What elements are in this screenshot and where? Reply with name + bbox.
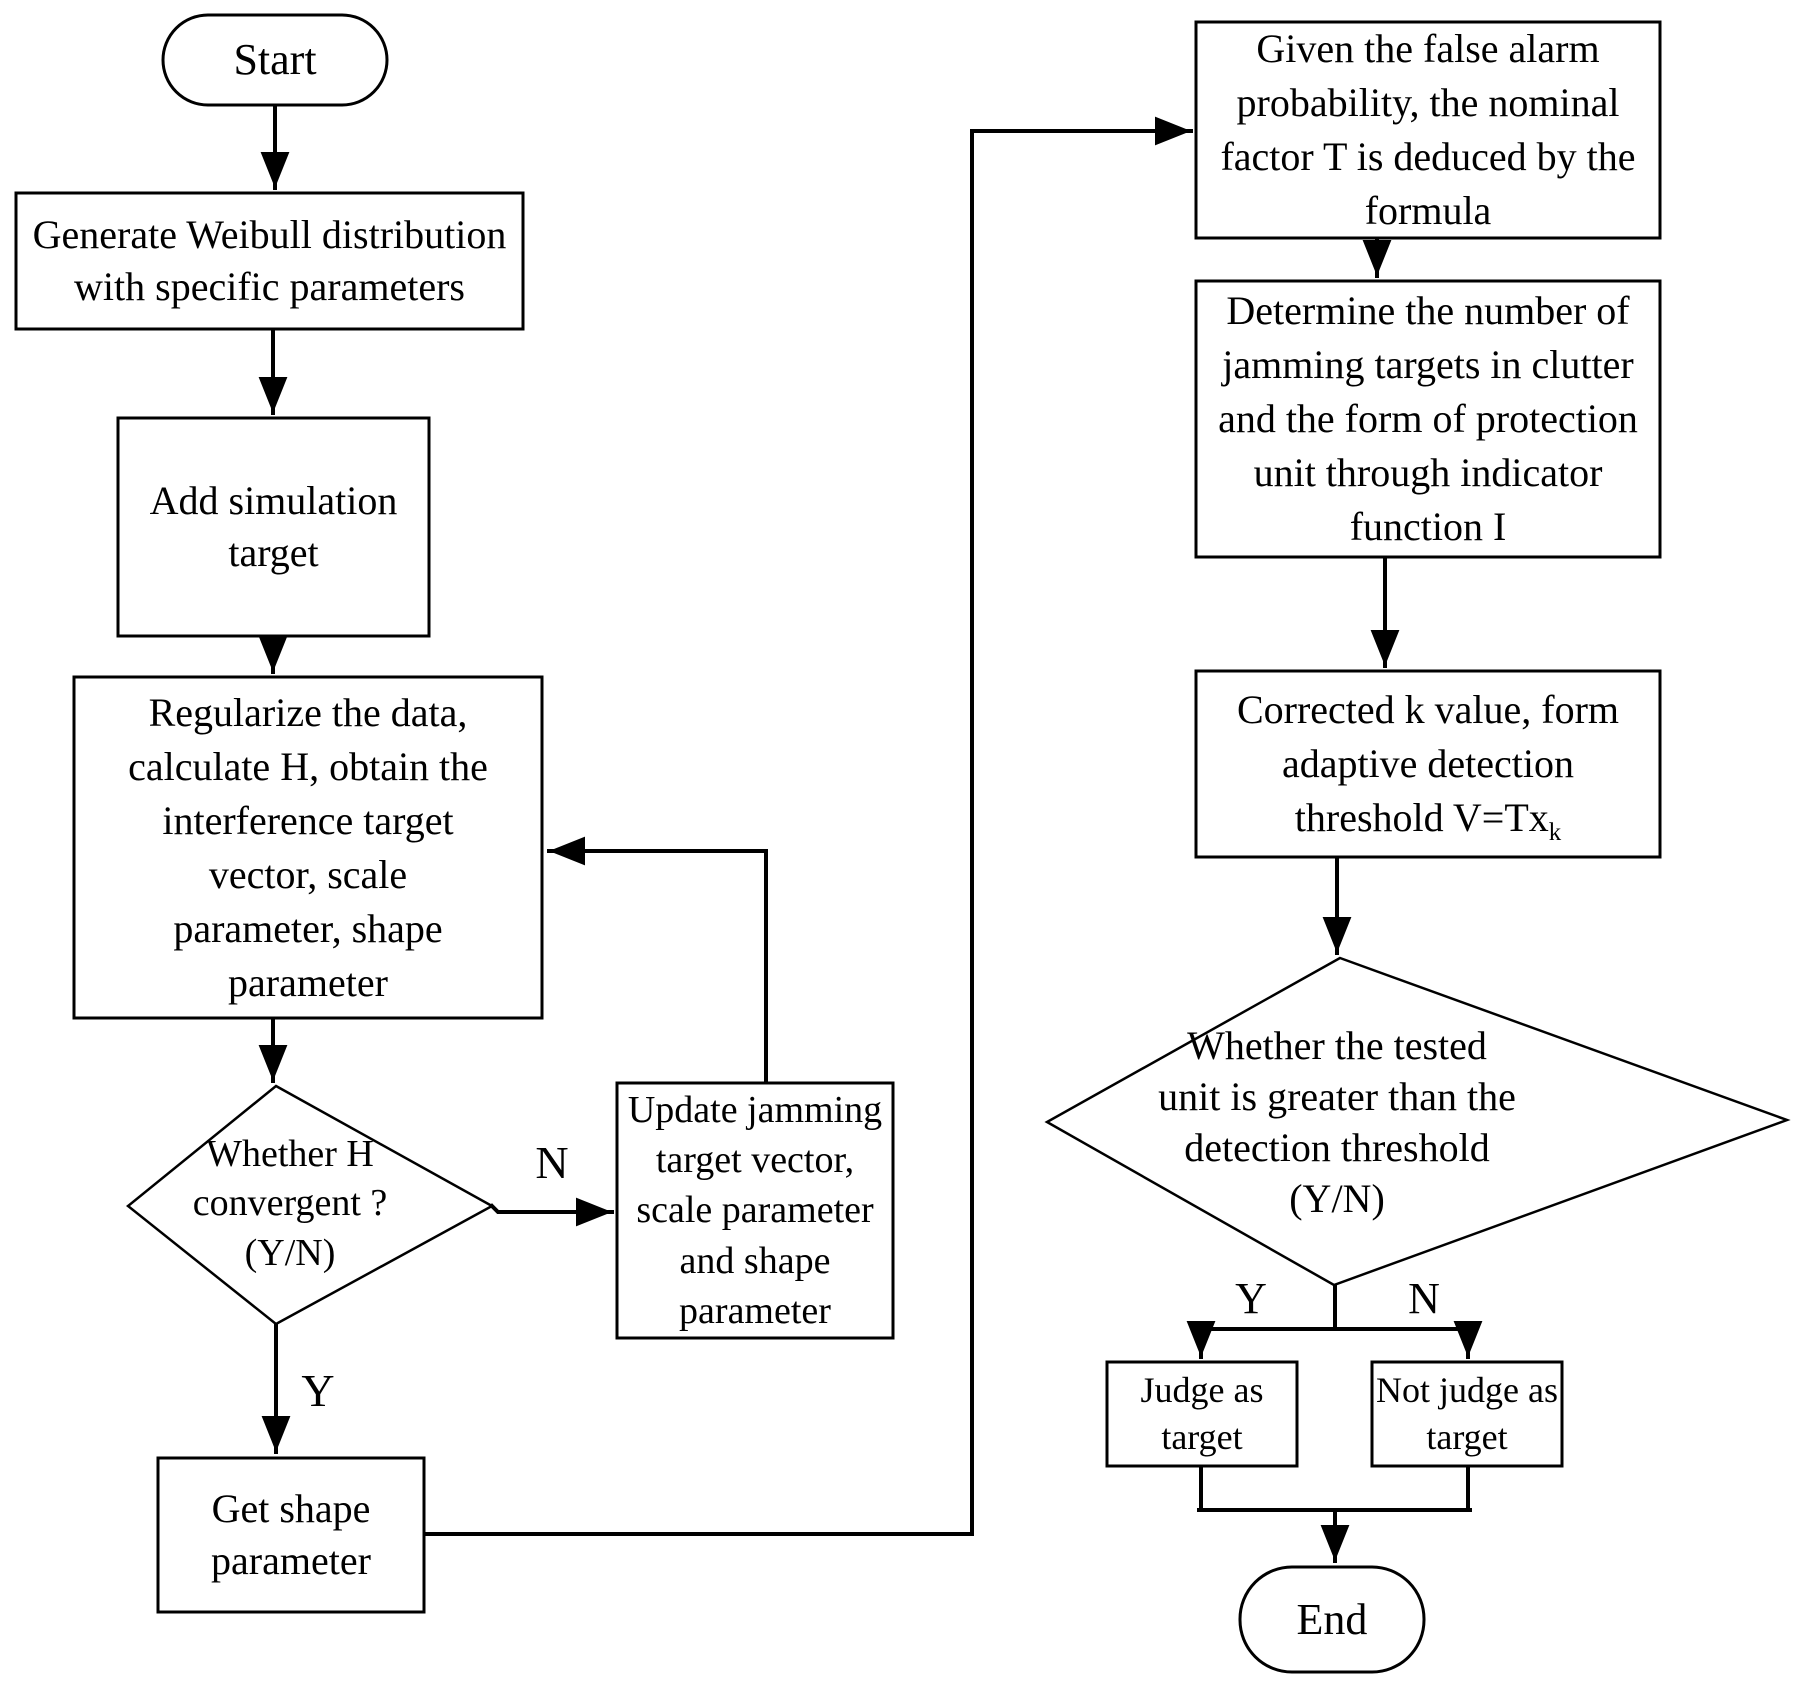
update-label: Update jamming target vector, scale para… <box>627 1089 883 1332</box>
add-target-label: Add simulation target <box>149 478 398 575</box>
judge-box-shape <box>1105 1360 1299 1468</box>
generate-box-shape <box>14 191 525 331</box>
judge-label: Judge as target <box>1140 1370 1264 1457</box>
threshold-label: Whether the tested unit is greater than … <box>1158 1022 1516 1222</box>
threshold-subscript: k <box>1548 819 1562 846</box>
add-target-box-shape <box>116 416 431 638</box>
threshold-diamond-shape <box>1044 956 1791 1287</box>
nominal-label: Given the false alarm probability, the n… <box>1220 26 1636 233</box>
update-box-shape <box>615 1081 895 1340</box>
get-shape-box-shape <box>156 1456 426 1614</box>
h-convergent-label: Whether H convergent ? (Y/N) <box>192 1132 388 1274</box>
generate-label: Generate Weibull distribution with speci… <box>32 212 507 309</box>
h-convergent-diamond-shape <box>126 1084 495 1326</box>
corrected-label: Corrected k value, form adaptive detecti… <box>1236 687 1620 846</box>
arrow-getshape-to-nominal <box>422 116 1193 1536</box>
h-convergent-yes-label: Y <box>301 1365 335 1417</box>
determine-label: Determine the number of jamming targets … <box>1218 288 1638 549</box>
arrow-decision-n-to-update <box>489 1197 614 1227</box>
start-label: Start <box>233 35 317 85</box>
h-convergent-no-label: N <box>535 1137 569 1189</box>
determine-box-shape <box>1194 279 1662 559</box>
threshold-no-label: N <box>1408 1274 1440 1324</box>
regularize-label: Regularize the data, calculate H, obtain… <box>128 689 488 1005</box>
not-judge-box-shape <box>1370 1360 1564 1468</box>
start-node-shape <box>161 13 389 107</box>
regularize-box-shape <box>72 675 544 1020</box>
corrected-box-shape <box>1194 669 1662 859</box>
not-judge-label: Not judge as target <box>1376 1370 1558 1457</box>
end-label: End <box>1296 1594 1368 1644</box>
arrow-update-loop-to-regularize <box>547 836 768 1085</box>
end-node-shape <box>1238 1565 1426 1674</box>
get-shape-label: Get shape parameter <box>211 1486 371 1583</box>
nominal-box-shape <box>1194 20 1662 240</box>
threshold-yes-label: Y <box>1235 1274 1267 1324</box>
